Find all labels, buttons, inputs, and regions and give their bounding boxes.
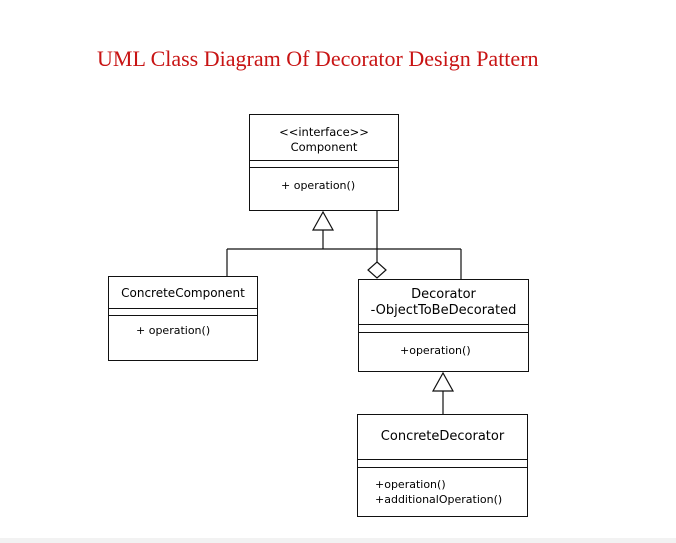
concrete-decorator-additional-operation: +additionalOperation() bbox=[375, 493, 503, 506]
decorator-name: Decorator bbox=[411, 287, 476, 302]
decorator-operation: +operation() bbox=[400, 344, 471, 357]
generalization-arrow-component bbox=[311, 210, 335, 231]
decorator-class-box: Decorator -ObjectToBeDecorated +operatio… bbox=[358, 279, 529, 372]
decorator-attributes-section bbox=[359, 325, 528, 333]
concrete-decorator-class-box: ConcreteDecorator +operation() +addition… bbox=[357, 414, 528, 517]
concrete-component-class-box: ConcreteComponent + operation() bbox=[108, 276, 258, 361]
concrete-decorator-name: ConcreteDecorator bbox=[380, 429, 505, 444]
concrete-component-operation: + operation() bbox=[136, 324, 211, 337]
concrete-decorator-name-section: ConcreteDecorator bbox=[358, 415, 527, 460]
component-class-box: <<interface>> Component + operation() bbox=[249, 114, 399, 211]
component-name-section: <<interface>> Component bbox=[250, 115, 398, 161]
component-stereotype: <<interface>> bbox=[279, 125, 369, 139]
inheritance-arrow-decorator bbox=[431, 371, 455, 392]
concrete-component-name: ConcreteComponent bbox=[121, 286, 245, 300]
diagram-title: UML Class Diagram Of Decorator Design Pa… bbox=[97, 46, 539, 71]
component-attributes-section bbox=[250, 161, 398, 168]
concrete-component-operations-section: + operation() bbox=[109, 316, 257, 337]
concrete-component-attributes-section bbox=[109, 309, 257, 316]
component-name: Component bbox=[290, 140, 358, 154]
component-operation: + operation() bbox=[281, 179, 356, 192]
concrete-decorator-operations-section: +operation() +additionalOperation() bbox=[358, 468, 527, 507]
decorator-name-section: Decorator -ObjectToBeDecorated bbox=[359, 280, 528, 325]
concrete-decorator-attributes-section bbox=[358, 460, 527, 468]
aggregation-diamond bbox=[367, 261, 387, 279]
decorator-attribute: -ObjectToBeDecorated bbox=[370, 303, 517, 318]
component-operations-section: + operation() bbox=[250, 168, 398, 192]
bottom-strip bbox=[0, 538, 676, 543]
concrete-decorator-operation: +operation() bbox=[375, 478, 446, 491]
concrete-component-name-section: ConcreteComponent bbox=[109, 277, 257, 309]
decorator-operations-section: +operation() bbox=[359, 333, 528, 357]
